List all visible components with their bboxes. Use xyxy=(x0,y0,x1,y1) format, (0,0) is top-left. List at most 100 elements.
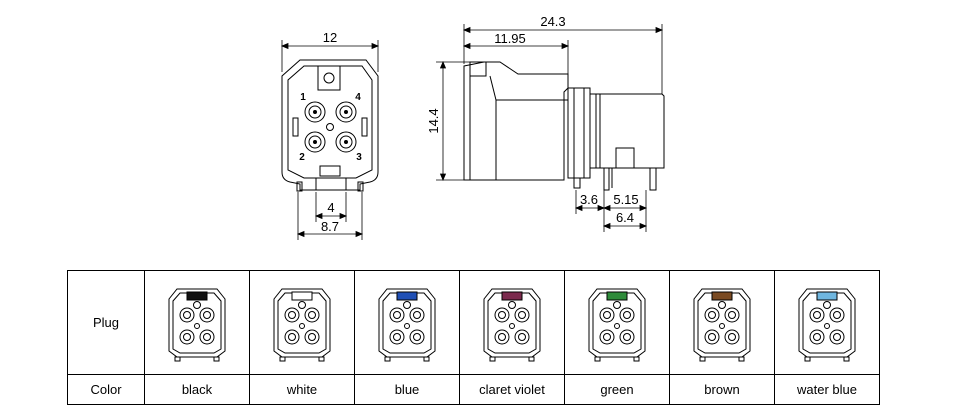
color-name: water blue xyxy=(774,374,880,405)
side-view-coupling xyxy=(567,87,591,179)
plug-contact xyxy=(619,329,635,344)
color-row: Color black white blue claret violet gre… xyxy=(67,374,880,405)
dimension-b: 5.15 xyxy=(613,192,638,207)
plug-cell xyxy=(354,270,460,375)
plug-contact xyxy=(724,307,740,322)
plug-contact xyxy=(494,329,510,344)
technical-drawing: 1 4 2 3 12 4 8.7 xyxy=(280,14,665,240)
plug-body-inner xyxy=(172,292,222,353)
pin-number-label: 2 xyxy=(299,152,305,163)
front-view-inner-outline xyxy=(287,65,373,179)
plug-body-inner xyxy=(277,292,327,353)
color-row-label: Color xyxy=(67,374,145,405)
side-view-dimensions xyxy=(436,24,664,232)
plug-foot-left xyxy=(279,356,286,361)
plug-contact xyxy=(809,329,825,344)
plug-body-inner xyxy=(802,292,852,353)
plug-contact-pin xyxy=(833,310,841,319)
plug-center-hole xyxy=(194,322,200,329)
plug-foot-left xyxy=(699,356,706,361)
plug-contact xyxy=(829,329,845,344)
plug-contact-pin xyxy=(203,310,211,319)
plug-contact-pin xyxy=(203,332,211,341)
plug-contact-pin xyxy=(498,310,506,319)
plug-contact-pin xyxy=(518,310,526,319)
color-variant-table: Plug Color black white blue claret viole… xyxy=(67,270,880,405)
plug-contact-pin xyxy=(413,332,421,341)
plug-contact-pin xyxy=(183,332,191,341)
plug-contact xyxy=(284,329,300,344)
coding-symbol-icon xyxy=(823,300,831,309)
dimension-total-length: 24.3 xyxy=(540,14,565,29)
front-view-contact-4 xyxy=(335,101,357,123)
front-view-latch-hole xyxy=(323,72,335,84)
front-view-outline xyxy=(281,59,379,191)
color-name: green xyxy=(564,374,670,405)
plug-foot-left xyxy=(384,356,391,361)
side-view xyxy=(463,61,665,191)
color-code-marker xyxy=(501,291,523,300)
plug-contact xyxy=(619,307,635,322)
plug-contact-pin xyxy=(623,332,631,341)
plug-contact-pin xyxy=(728,332,736,341)
plug-cell xyxy=(249,270,355,375)
dimension-front-length: 11.95 xyxy=(494,31,526,46)
plug-center-hole xyxy=(299,322,305,329)
front-view-contact-2 xyxy=(304,131,326,153)
front-view-contact-1 xyxy=(304,101,326,123)
front-view-bottom-recess xyxy=(319,165,341,177)
plug-contact-pin xyxy=(393,332,401,341)
front-view-center-hole xyxy=(326,123,334,131)
plug-contact xyxy=(284,307,300,322)
plug-drawing xyxy=(168,288,226,361)
plug-contact xyxy=(514,307,530,322)
plug-contact xyxy=(179,329,195,344)
color-code-marker xyxy=(291,291,313,300)
plug-contact xyxy=(179,307,195,322)
plug-foot-left xyxy=(804,356,811,361)
plug-contact-pin xyxy=(498,332,506,341)
plug-foot-right xyxy=(318,356,325,361)
plug-contact-pin xyxy=(708,332,716,341)
plug-body-inner xyxy=(592,292,642,353)
plug-contact xyxy=(389,307,405,322)
front-view-dimensions xyxy=(280,40,380,240)
plug-foot-right xyxy=(213,356,220,361)
side-view-lock-ramp xyxy=(489,75,568,101)
plug-body-inner xyxy=(382,292,432,353)
front-view-pin-labels: 1 4 2 3 xyxy=(299,92,362,163)
plug-contact xyxy=(409,307,425,322)
plug-contact-pin xyxy=(413,310,421,319)
plug-contact-pin xyxy=(393,310,401,319)
plug-contact xyxy=(389,329,405,344)
plug-drawing xyxy=(693,288,751,361)
plug-contact-pin xyxy=(813,332,821,341)
plug-contact xyxy=(304,307,320,322)
plug-foot-right xyxy=(843,356,850,361)
plug-contact-pin xyxy=(308,332,316,341)
plug-center-hole xyxy=(614,322,620,329)
plug-contact-pin xyxy=(183,310,191,319)
coding-symbol-icon xyxy=(613,300,621,309)
front-view-leg-left xyxy=(296,181,303,192)
coding-symbol-icon xyxy=(193,300,201,309)
plug-contact-pin xyxy=(623,310,631,319)
side-view-housing xyxy=(463,61,569,181)
plug-body-inner xyxy=(487,292,537,353)
plug-cell xyxy=(774,270,880,375)
plug-contact xyxy=(599,329,615,344)
dimension-height: 14.4 xyxy=(426,108,441,133)
plug-foot-left xyxy=(594,356,601,361)
plug-contact-pin xyxy=(708,310,716,319)
plug-contact xyxy=(199,329,215,344)
dimension-a: 3.6 xyxy=(580,192,598,207)
plug-row: Plug xyxy=(67,270,880,375)
plug-drawing xyxy=(378,288,436,361)
plug-foot-right xyxy=(528,356,535,361)
front-view-slot-right xyxy=(361,117,368,137)
dimension-pin-pitch: 4 xyxy=(327,200,334,215)
front-view-leg-right xyxy=(357,181,364,192)
coding-symbol-icon xyxy=(298,300,306,309)
plug-contact-pin xyxy=(308,310,316,319)
plug-contact xyxy=(199,307,215,322)
